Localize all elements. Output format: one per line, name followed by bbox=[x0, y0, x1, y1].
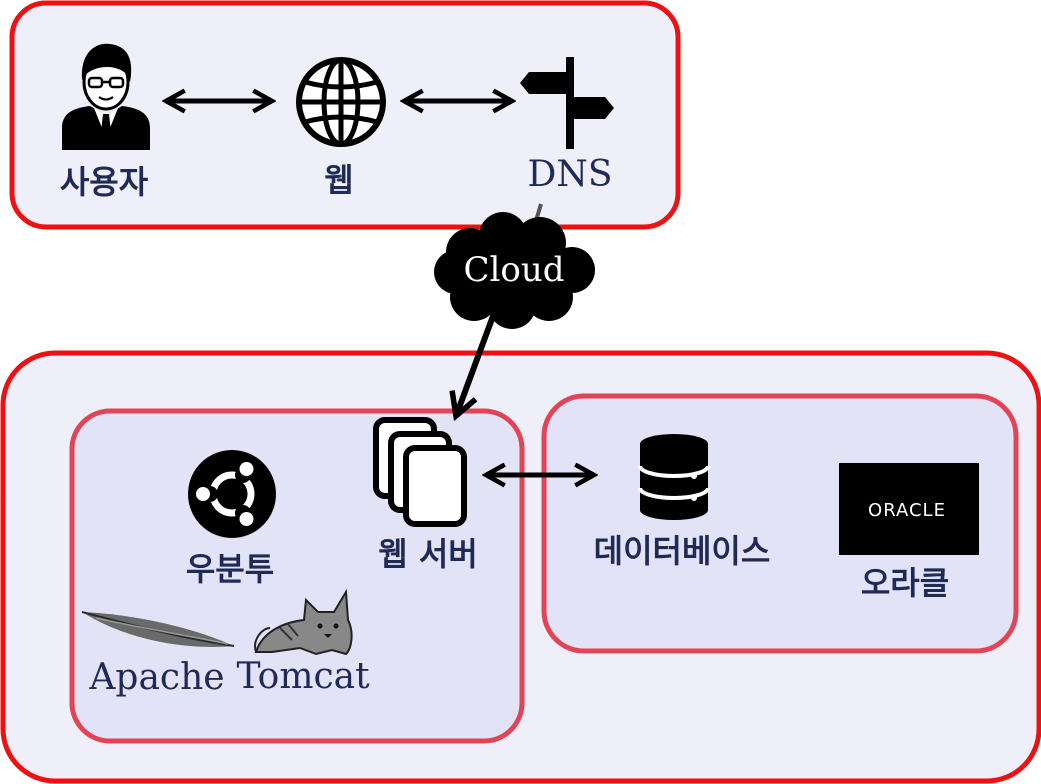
web-label: 웹 bbox=[324, 161, 353, 199]
oracle-logo-text: ORACLE bbox=[868, 500, 946, 521]
dns-label: DNS bbox=[527, 154, 612, 195]
ubuntu-icon bbox=[188, 450, 276, 538]
signpost-icon bbox=[520, 57, 614, 149]
apache-feather-icon bbox=[81, 611, 235, 647]
cloud-label: Cloud bbox=[463, 250, 564, 290]
tomcat-cat-icon bbox=[254, 588, 353, 656]
oracle-label: 오라클 bbox=[861, 564, 949, 602]
database-label: 데이터베이스 bbox=[594, 532, 771, 570]
oracle-logo: ORACLE bbox=[839, 463, 979, 555]
apache-label: Apache bbox=[88, 657, 224, 698]
web-server-label: 웹 서버 bbox=[378, 535, 477, 573]
database-icon bbox=[638, 434, 710, 520]
user-label: 사용자 bbox=[60, 163, 149, 201]
tomcat-label: Tomcat bbox=[236, 656, 370, 697]
cloud-icon bbox=[434, 212, 595, 329]
server-stack-icon bbox=[373, 417, 467, 527]
cloud-server-arrow bbox=[456, 306, 499, 416]
user-icon bbox=[62, 43, 150, 150]
globe-icon bbox=[296, 57, 386, 147]
ubuntu-label: 우분투 bbox=[186, 550, 274, 588]
